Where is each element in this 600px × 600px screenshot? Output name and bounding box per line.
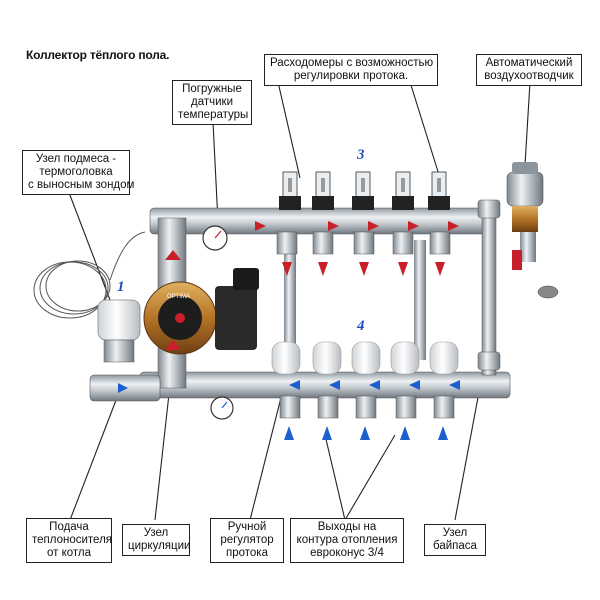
label-mixing-unit: Узел подмеса - термоголовка с выносным з… <box>22 150 134 195</box>
label-supply: Подача теплоносителя от котла <box>26 518 112 563</box>
marker-1: 1 <box>117 279 125 295</box>
leader-outlets-b <box>324 434 346 521</box>
leader-mixing-unit <box>67 189 111 301</box>
leader-outlets-a <box>344 434 396 521</box>
leader-air-vent <box>524 81 531 166</box>
leader-flowmeter-right <box>409 81 441 179</box>
leader-supply <box>69 394 119 521</box>
capillary-tube <box>33 231 146 319</box>
leader-temp-sensors <box>212 121 219 223</box>
supply-outlets <box>276 231 451 255</box>
flow-arrows-red <box>165 221 459 350</box>
label-circulation: Узел циркуляции <box>122 524 190 556</box>
label-air-vent: Автоматический воздухоотводчик <box>476 54 582 86</box>
label-flowmeters: Расходомеры с возможностью регулировки п… <box>264 54 438 86</box>
valve-caps <box>271 341 459 375</box>
leader-circulation <box>154 384 171 521</box>
label-manual-valve: Ручной регулятор протока <box>210 518 284 563</box>
circulation-pump <box>143 268 259 355</box>
thermo-head <box>97 299 141 363</box>
marker-3: 3 <box>357 147 365 163</box>
label-bypass: Узел байпаса <box>424 524 486 556</box>
leader-flowmeter-left <box>277 81 301 179</box>
supply-manifold-bar <box>149 207 496 235</box>
flow-arrows-blue <box>118 380 460 440</box>
label-temp-sensors: Погружные датчики температуры <box>172 80 252 125</box>
diagram-title: Коллектор тёплого пола. <box>26 48 170 62</box>
flowmeters <box>279 171 450 210</box>
marker-4: 4 <box>357 318 365 334</box>
air-vent-body <box>506 171 544 207</box>
return-outlets <box>279 395 455 419</box>
leader-lines <box>67 81 531 521</box>
mount-bracket-right <box>414 240 426 360</box>
label-outlets: Выходы на контура отопления евроконус 3/… <box>290 518 404 563</box>
pump-brand: OPTIMA <box>167 294 190 300</box>
bypass-pipe <box>481 204 497 376</box>
